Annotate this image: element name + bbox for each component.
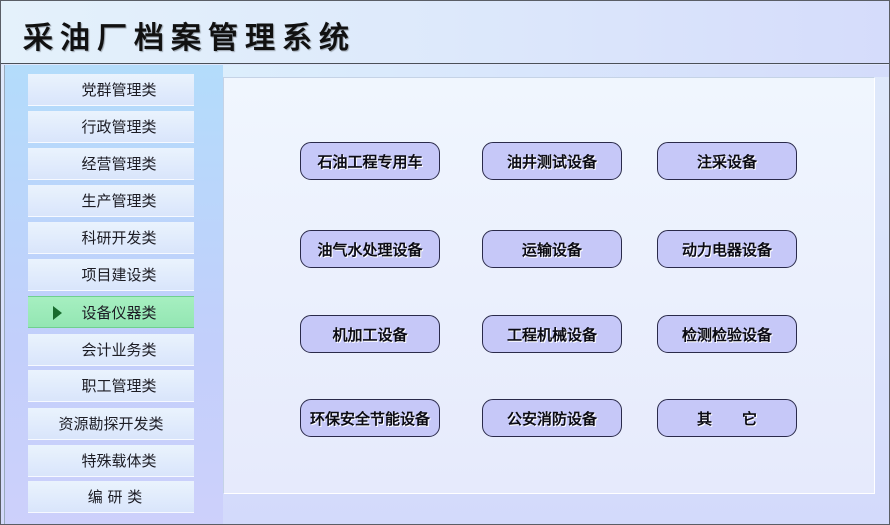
sidebar-item-label: 项目建设类 xyxy=(81,266,157,284)
sidebar-item-label: 特殊载体类 xyxy=(81,452,157,470)
sidebar-item-label: 生产管理类 xyxy=(81,192,157,210)
sidebar-item-equipment[interactable]: 设备仪器类 xyxy=(28,296,194,328)
machining-button[interactable]: 机加工设备 xyxy=(300,315,440,353)
power-electrical-button[interactable]: 动力电器设备 xyxy=(657,230,797,268)
app-title: 采油厂档案管理系统 xyxy=(23,21,356,56)
sidebar-item-special-carrier[interactable]: 特殊载体类 xyxy=(28,445,194,477)
header-bar: 采油厂档案管理系统 xyxy=(1,1,889,64)
engineering-machinery-button[interactable]: 工程机械设备 xyxy=(482,315,622,353)
oil-gas-water-treatment-button[interactable]: 油气水处理设备 xyxy=(300,230,440,268)
triangle-right-icon xyxy=(53,306,62,320)
transport-button[interactable]: 运输设备 xyxy=(482,230,622,268)
sidebar-item-label: 编 研 类 xyxy=(87,488,143,506)
sidebar-item-label: 资源勘探开发类 xyxy=(58,415,164,433)
sidebar-item-business[interactable]: 经营管理类 xyxy=(28,148,194,180)
injection-production-button[interactable]: 注采设备 xyxy=(657,142,797,180)
other-button[interactable]: 其 它 xyxy=(657,399,797,437)
sidebar-item-label: 会计业务类 xyxy=(81,341,157,359)
sidebar-item-production[interactable]: 生产管理类 xyxy=(28,185,194,217)
well-testing-button[interactable]: 油井测试设备 xyxy=(482,142,622,180)
sidebar-item-label: 职工管理类 xyxy=(81,377,157,395)
fire-security-button[interactable]: 公安消防设备 xyxy=(482,399,622,437)
sidebar-item-staff[interactable]: 职工管理类 xyxy=(28,370,194,402)
petroleum-vehicle-button[interactable]: 石油工程专用车 xyxy=(300,142,440,180)
sidebar-item-label: 党群管理类 xyxy=(81,81,157,99)
sidebar-item-party-mass[interactable]: 党群管理类 xyxy=(28,74,194,106)
inspection-testing-button[interactable]: 检测检验设备 xyxy=(657,315,797,353)
environmental-safety-button[interactable]: 环保安全节能设备 xyxy=(300,399,440,437)
sidebar-item-accounting[interactable]: 会计业务类 xyxy=(28,334,194,366)
sidebar-item-label: 设备仪器类 xyxy=(81,303,157,322)
sidebar-item-label: 行政管理类 xyxy=(81,118,157,136)
main-top-strip xyxy=(223,65,889,77)
sidebar-item-label: 科研开发类 xyxy=(81,229,157,247)
sidebar-item-administration[interactable]: 行政管理类 xyxy=(28,111,194,143)
sidebar-item-compilation[interactable]: 编 研 类 xyxy=(28,481,194,513)
sidebar-item-project[interactable]: 项目建设类 xyxy=(28,259,194,291)
sidebar-item-research[interactable]: 科研开发类 xyxy=(28,222,194,254)
sidebar-item-label: 经营管理类 xyxy=(81,155,157,173)
sidebar-item-resource-exploration[interactable]: 资源勘探开发类 xyxy=(28,408,194,440)
